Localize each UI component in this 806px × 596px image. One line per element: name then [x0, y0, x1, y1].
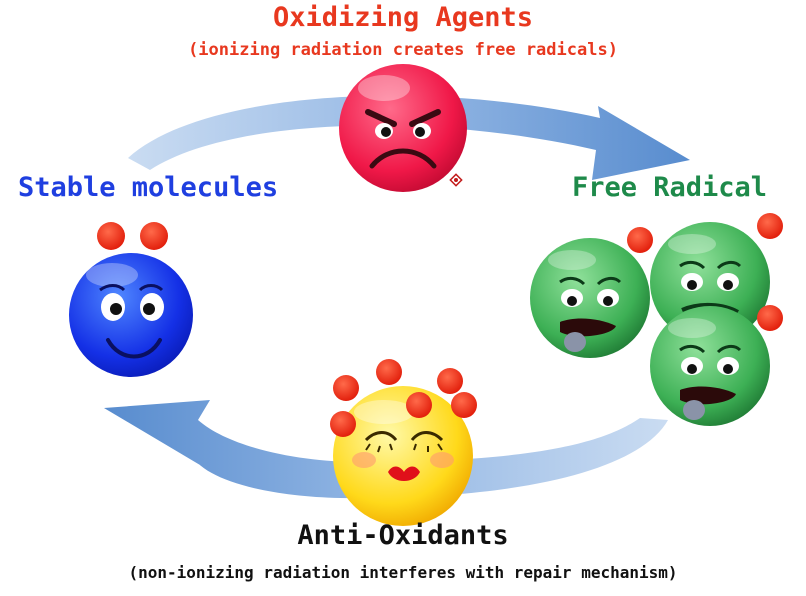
sick-face-icon	[530, 238, 650, 358]
sick-face-icon	[650, 222, 770, 342]
anti-oxidants-label: Anti-Oxidants	[297, 520, 509, 551]
bottom-cycle-arrow	[104, 400, 668, 499]
top-cycle-arrow	[128, 95, 690, 180]
diagram-title: Oxidizing Agents	[272, 2, 534, 33]
stable-molecules-label: Stable molecules	[18, 172, 279, 203]
free-radical-label: Free Radical	[572, 172, 768, 203]
diagram-subtitle: (ionizing radiation creates free radical…	[188, 40, 618, 60]
smiling-face-icon	[69, 253, 193, 377]
angry-face-icon	[339, 64, 467, 192]
free-radical-group	[530, 213, 783, 426]
anti-oxidant-electrons	[330, 359, 477, 437]
anti-oxidants-note: (non-ionizing radiation interferes with …	[128, 563, 678, 582]
stable-molecule-electrons	[97, 222, 168, 250]
kissing-face-icon	[333, 386, 473, 526]
sick-face-icon	[650, 306, 770, 426]
